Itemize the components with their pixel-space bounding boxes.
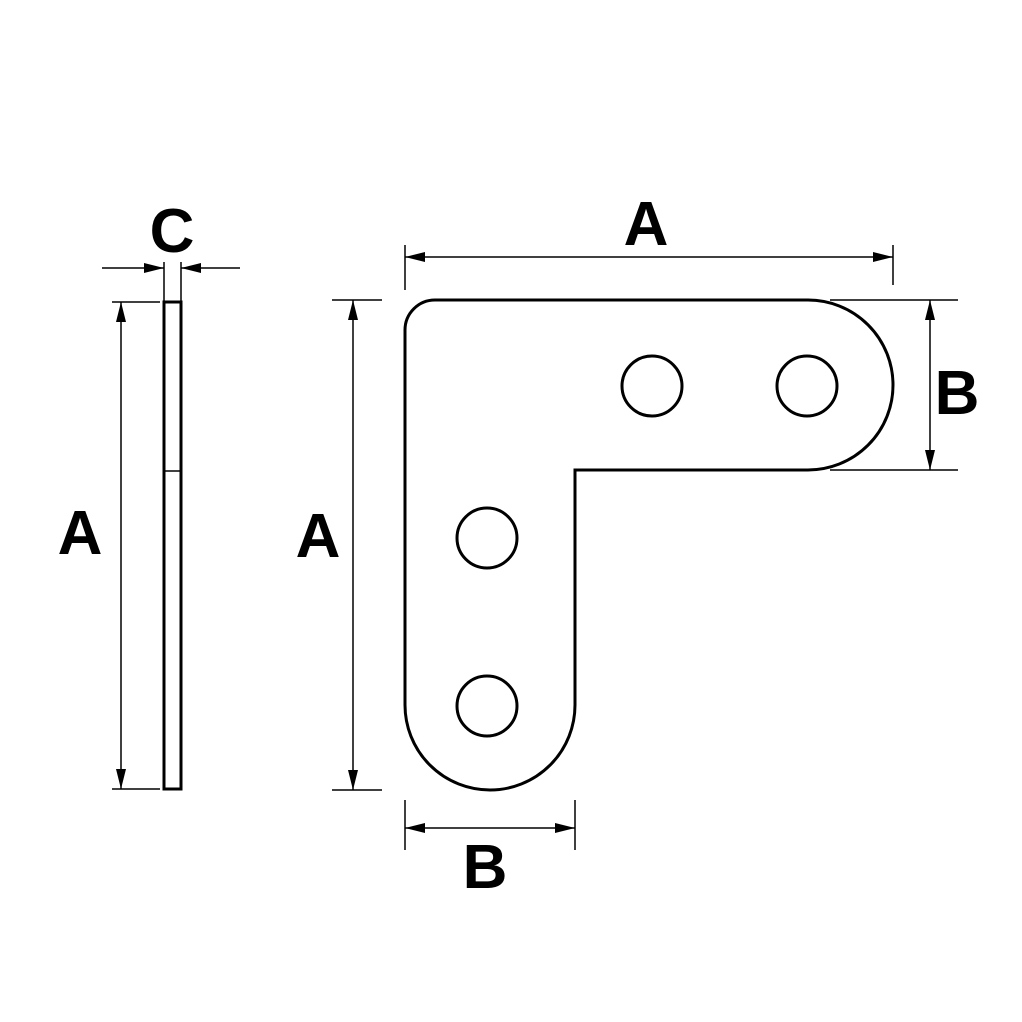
dimension-label-a-left: A [296, 502, 341, 571]
dimension-label-a-side: A [58, 499, 103, 568]
dimension-label-b-right: B [935, 359, 980, 428]
front-view: A A B B [296, 190, 980, 902]
l-bracket-plate [403, 298, 895, 792]
screw-hole [775, 354, 839, 418]
screw-hole [455, 674, 519, 738]
dimension-label-c: C [150, 197, 195, 266]
screw-hole [455, 506, 519, 570]
dimension-label-b-bottom: B [463, 833, 508, 902]
side-view: C A [58, 197, 240, 791]
screw-hole [620, 354, 684, 418]
plate-side-profile [162, 300, 183, 791]
dimension-label-a-top: A [624, 190, 669, 259]
